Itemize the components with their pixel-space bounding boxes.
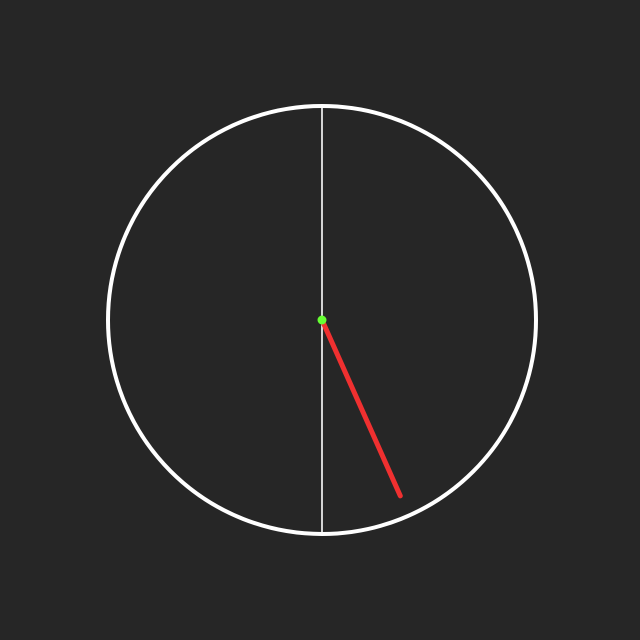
pivot-point: [317, 315, 327, 325]
pointer-arm: [319, 317, 403, 499]
